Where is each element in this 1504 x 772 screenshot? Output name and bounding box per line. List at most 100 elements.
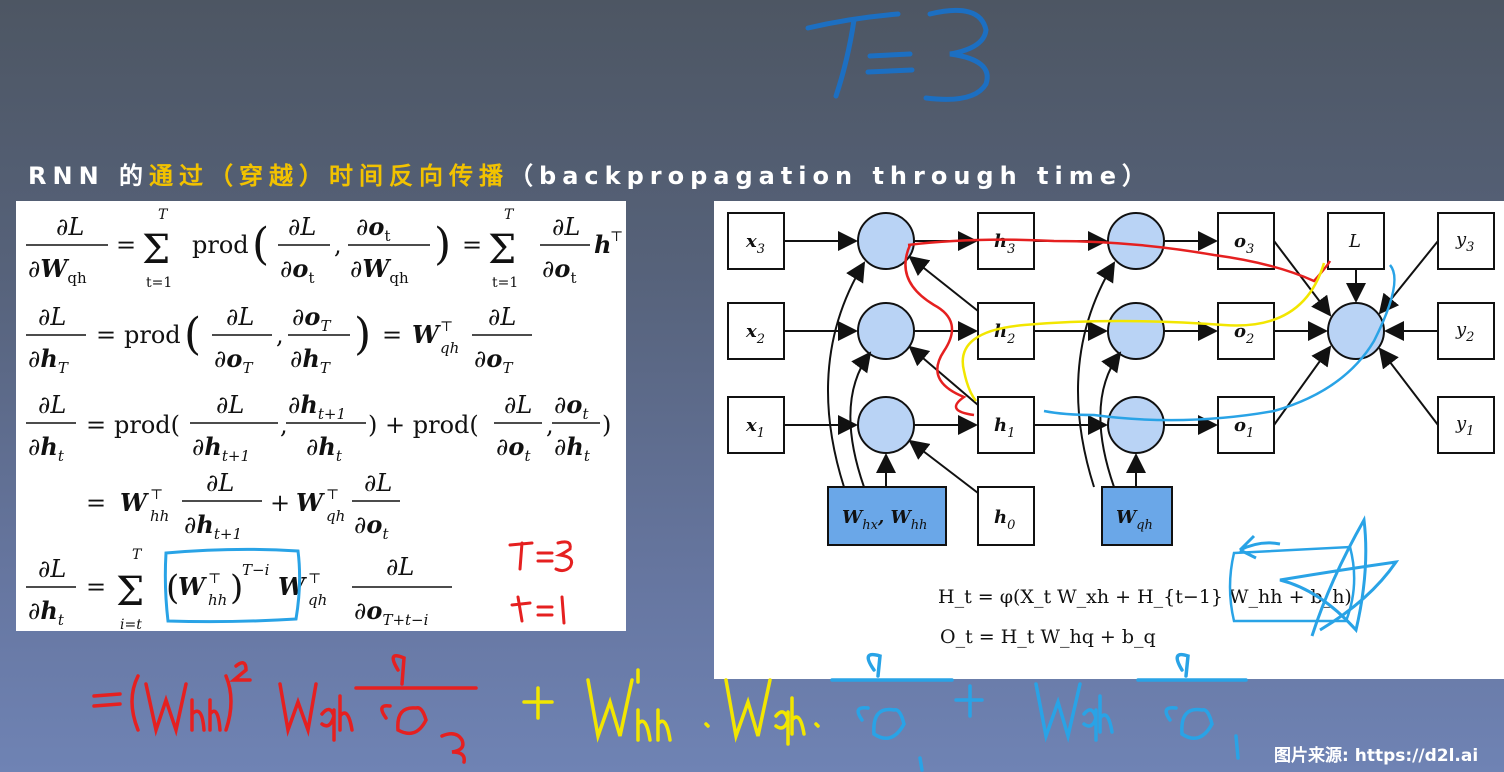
blue-term [830,652,1248,772]
yellow-term [522,668,820,746]
svg-text:,: , [546,411,554,439]
blue-gradient-path [1043,264,1396,422]
red-gradient-path [907,238,1332,283]
svg-text:⊤: ⊤ [440,319,453,335]
svg-text:t=1: t=1 [146,275,172,291]
svg-text:∂oT: ∂oT [214,344,253,377]
svg-text:qh: qh [440,339,459,357]
output-o1: o1 [1217,396,1275,454]
svg-text:,: , [334,231,342,259]
svg-text:=: = [382,321,402,349]
loss-node [1327,302,1385,360]
svg-text:): ) [354,309,371,360]
svg-text:∂ot: ∂ot [354,510,389,543]
rnn-formulas: H_t = φ(X_t W_xh + H_{t−1} W_hh + b_h) O… [938,586,1352,648]
svg-text:∂L: ∂L [226,303,254,331]
svg-text:i=t: i=t [120,617,142,631]
svg-text:∂L: ∂L [38,555,66,583]
svg-text:∂ht+1: ∂ht+1 [184,510,242,543]
svg-text:t=1: t=1 [492,275,518,291]
input-x3: x3 [727,212,785,270]
svg-text:∂ht+1: ∂ht+1 [192,432,250,465]
output-node-3 [1107,212,1165,270]
label-y3: y3 [1437,212,1495,270]
loss-box: L [1327,212,1385,270]
svg-text:=: = [86,489,106,517]
svg-text:L: L [1348,231,1361,252]
svg-text:Σ: Σ [142,227,170,273]
hidden-h2: h2 [977,302,1035,360]
svg-text:prod: prod [192,231,249,259]
svg-text:prod(: prod( [114,411,180,439]
svg-text:∂L: ∂L [38,391,66,419]
initial-h0: h0 [977,486,1035,546]
equation-4: = W ⊤ hh ∂L ∂ht+1 + W ⊤ qh ∂L ∂ot [86,469,400,543]
output-node-2 [1107,302,1165,360]
svg-text:∂ot: ∂ot [356,212,390,245]
svg-text:∂hT: ∂hT [290,344,331,377]
diagram-arrows [784,231,1439,494]
label-y1: y1 [1437,396,1495,454]
svg-text:∂ht: ∂ht [28,596,65,629]
svg-text:,: , [276,321,284,349]
output-o2: o2 [1217,302,1275,360]
svg-text:W: W [278,572,307,601]
title-highlight: 通过（穿越）时间反向传播 [149,162,510,190]
handwritten-t-values [508,540,574,625]
input-x2: x2 [727,302,785,360]
svg-text:∂L: ∂L [504,391,532,419]
equations-svg: ∂L ∂Wqh = Σ T t=1 prod ( ∂L ∂ot , ∂ot ∂W… [26,207,623,633]
svg-text:∂oT: ∂oT [474,344,513,377]
svg-text:∂ht+1: ∂ht+1 [288,390,346,423]
svg-text:∂ot: ∂ot [542,254,576,287]
equation-2: ∂L ∂hT = prod ( ∂L ∂oT , ∂oT ∂hT ) = W ⊤… [26,302,532,377]
svg-text:⊤: ⊤ [308,571,321,587]
bottom-handwriting [92,652,1248,772]
svg-text:T: T [132,547,143,563]
equations-panel: ∂L ∂Wqh = Σ T t=1 prod ( ∂L ∂ot , ∂ot ∂W… [16,201,626,633]
output-node-1 [1107,396,1165,454]
svg-text:W: W [296,488,325,517]
svg-text:(: ( [252,219,269,270]
svg-text:T: T [158,207,169,223]
svg-text:∂hT: ∂hT [28,344,69,377]
red-gradient-path-2 [904,244,975,417]
formula-output: O_t = H_t W_hq + b_q [940,626,1156,648]
svg-text:∂L: ∂L [488,303,516,331]
title-prefix: RNN 的 [28,162,150,190]
hidden-h1: h1 [977,396,1035,454]
svg-text:∂L: ∂L [288,213,316,241]
svg-text:T: T [504,207,515,223]
svg-text:∂ht: ∂ht [28,432,65,465]
svg-text:(: ( [166,568,179,608]
rnn-diagram-panel: x3 x2 x1 h3 h2 h1 o3 o2 o1 L y3 y2 y1 [714,201,1504,679]
svg-text:W: W [412,320,441,349]
svg-text:∂L: ∂L [56,213,84,241]
svg-text:=: = [462,231,482,259]
svg-text:qh: qh [308,591,327,609]
param-wqh: Wqh [1101,486,1173,546]
svg-text:(: ( [184,309,201,360]
svg-text:W: W [178,572,207,601]
svg-text:⊤: ⊤ [326,487,339,503]
svg-text:∂Wqh: ∂Wqh [28,254,87,287]
svg-text:∂L: ∂L [386,553,414,581]
svg-text:∂L: ∂L [216,391,244,419]
input-x1: x1 [727,396,785,454]
svg-text:=: = [116,231,136,259]
svg-text:⊤: ⊤ [150,487,163,503]
svg-text:W: W [120,488,149,517]
svg-text:∂oT+t−i: ∂oT+t−i [354,596,429,629]
svg-text:∂ht: ∂ht [554,432,591,465]
svg-text:∂ot: ∂ot [496,432,531,465]
red-term [92,654,478,764]
svg-text:∂Wqh: ∂Wqh [350,254,409,287]
title-suffix: （backpropagation through time） [509,162,1153,190]
svg-text:=: = [86,573,106,601]
svg-text:∂ot: ∂ot [554,390,589,423]
svg-text:∂L: ∂L [38,303,66,331]
svg-text:): ) [602,411,611,439]
label-y2: y2 [1437,302,1495,360]
svg-text:) + prod(: ) + prod( [368,411,479,439]
image-credit: 图片来源: https://d2l.ai [1274,746,1479,766]
